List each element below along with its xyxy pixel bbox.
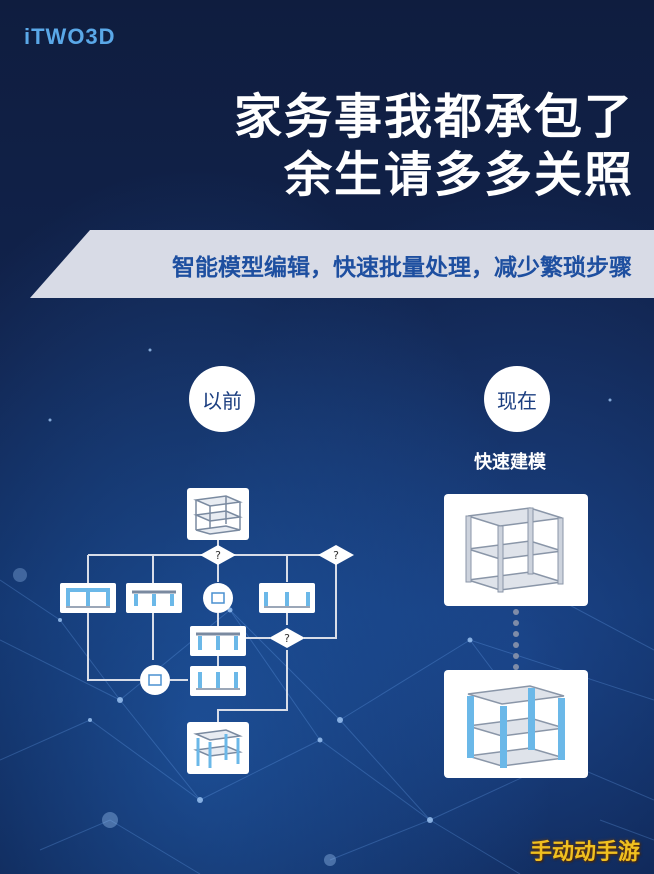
before-label: 以前 xyxy=(202,388,242,413)
beam-card-1 xyxy=(60,583,116,613)
process-circle-1 xyxy=(203,583,233,613)
before-badge: 以前 xyxy=(189,366,255,432)
decision-symbol-3: ? xyxy=(284,632,290,645)
after-badge: 现在 xyxy=(484,366,550,432)
building-frame-icon xyxy=(465,507,564,593)
decision-diamond-1 xyxy=(200,545,236,565)
connector-dots xyxy=(513,609,519,670)
process-circle-2 xyxy=(140,665,170,695)
model-card-before-edit xyxy=(444,494,588,606)
brand-logo: iTWO3D xyxy=(24,24,116,49)
beam-card-4 xyxy=(190,626,246,656)
headline: 家务事我都承包了 余生请多多关照 xyxy=(234,88,634,204)
beam-card-2 xyxy=(126,583,182,613)
headline-line-1: 家务事我都承包了 xyxy=(233,89,634,145)
decision-diamond-2 xyxy=(318,545,354,565)
building-beams-icon xyxy=(467,685,565,768)
model-card-bottom xyxy=(187,722,249,774)
decision-symbol-1: ? xyxy=(215,549,221,562)
feature-banner: 智能模型编辑，快速批量处理，减少繁琐步骤 xyxy=(30,230,654,298)
beam-card-5 xyxy=(190,666,246,696)
model-card-after-edit xyxy=(444,670,588,778)
banner-text: 智能模型编辑，快速批量处理，减少繁琐步骤 xyxy=(172,255,632,281)
headline-line-2: 余生请多多关照 xyxy=(283,147,634,203)
decision-diamond-3 xyxy=(269,628,305,648)
decision-symbol-2: ? xyxy=(333,549,339,562)
watermark: 手动动手游 xyxy=(529,840,640,865)
beam-card-3 xyxy=(259,583,315,613)
after-label: 现在 xyxy=(497,388,537,413)
model-card-top xyxy=(187,488,249,540)
after-caption: 快速建模 xyxy=(474,452,546,473)
